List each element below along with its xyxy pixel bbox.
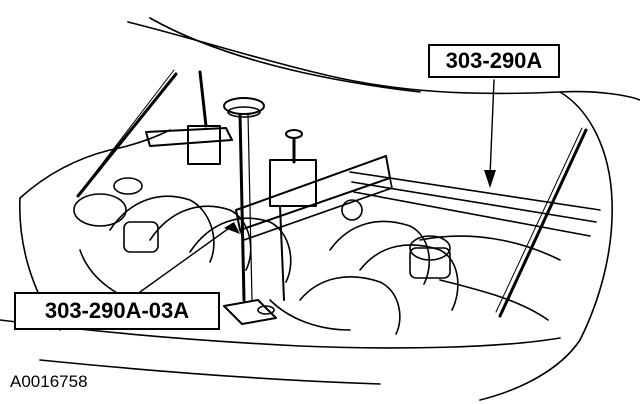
reservoir-left-cap <box>113 177 143 195</box>
reservoir-right <box>409 235 451 261</box>
hood-strut-right <box>498 128 588 318</box>
hood-strut-left <box>76 72 178 198</box>
tool-bracket-left <box>187 125 221 165</box>
leader-sub <box>139 225 233 293</box>
tool-rod-support <box>279 205 285 301</box>
tool-knob-top <box>223 97 265 115</box>
tool-rod-left <box>198 70 208 128</box>
manifold-runner-5 <box>359 244 459 311</box>
callout-label-sub: 303-290A-03A <box>44 298 190 323</box>
cowl-line-1 <box>349 171 601 211</box>
hood-outline <box>127 21 640 101</box>
sensor-block <box>123 221 159 253</box>
hose-4 <box>269 299 351 331</box>
hood-inner-line <box>149 17 421 93</box>
arrowhead-main <box>484 170 496 188</box>
arrowhead-sub <box>224 222 240 234</box>
callout-303-290a: 303-290A <box>428 44 560 78</box>
hood-strut-right-b <box>495 127 583 313</box>
manifold-runner-4 <box>329 220 431 285</box>
tool-rod-main-b <box>247 113 253 301</box>
cowl-line-3 <box>353 191 591 237</box>
hose-3 <box>439 279 549 321</box>
tool-base-foot <box>257 305 275 315</box>
tool-beam-upper <box>145 127 233 147</box>
hood-strut-left-b <box>81 69 175 191</box>
manifold-runner-3 <box>189 217 292 283</box>
tool-knob-top-b <box>227 106 261 118</box>
body-right-fender <box>479 91 613 401</box>
manifold-runner-6 <box>299 276 401 335</box>
cowl-line-2 <box>351 181 597 223</box>
tool-rod-main <box>238 112 246 302</box>
bumper-curve <box>39 359 381 385</box>
reservoir-right-body <box>409 247 451 279</box>
callout-303-290a-03a: 303-290A-03A <box>14 292 220 330</box>
canister-right <box>341 199 363 221</box>
tool-knob-center <box>285 129 303 139</box>
figure-id-label: A0016758 <box>10 372 88 391</box>
callout-label-main: 303-290A <box>445 48 543 73</box>
tool-base-plate <box>223 299 277 325</box>
reservoir-left <box>73 193 127 227</box>
leader-main <box>489 79 495 177</box>
